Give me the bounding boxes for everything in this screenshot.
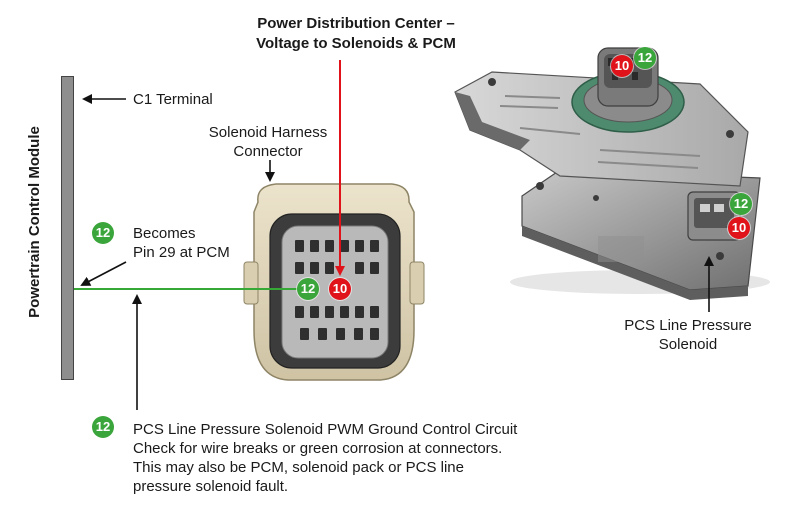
pcm-bar: [61, 76, 74, 380]
note-line-2: Check for wire breaks or green corrosion…: [133, 440, 503, 457]
note-badge: 12: [92, 416, 114, 438]
becomes-line-1: Becomes: [133, 225, 196, 242]
pack-side-green-badge: 12: [730, 193, 752, 215]
becomes-line-2: Pin 29 at PCM: [133, 244, 230, 261]
connector-pin-10-badge: 10: [329, 278, 351, 300]
solenoid-label: PCS Line Pressure Solenoid: [600, 316, 776, 354]
solenoid-pack: [454, 47, 770, 300]
connector-pin-12-badge: 12: [297, 278, 319, 300]
title-line-1: Power Distribution Center –: [257, 15, 455, 32]
becomes-label: Becomes Pin 29 at PCM: [133, 224, 230, 262]
becomes-arrow: [80, 261, 127, 286]
c1-terminal-label: C1 Terminal: [133, 91, 213, 108]
pack-top-green-badge: 12: [634, 47, 656, 69]
note-line-4: pressure solenoid fault.: [133, 478, 289, 495]
note-line-3: This may also be PCM, solenoid pack or P…: [133, 459, 464, 476]
solenoid-label-line-2: Solenoid: [658, 336, 718, 353]
solenoid-label-line-1: PCS Line Pressure: [624, 317, 752, 334]
harness-label-line-1: Solenoid Harness: [208, 124, 328, 141]
harness-connector-label: Solenoid Harness Connector: [198, 123, 338, 161]
becomes-badge: 12: [92, 222, 114, 244]
pack-side-red-badge: 10: [728, 217, 750, 239]
harness-label-line-2: Connector: [233, 143, 303, 160]
note-line-1: PCS Line Pressure Solenoid PWM Ground Co…: [133, 421, 518, 438]
pack-top-red-badge: 10: [611, 55, 633, 77]
title-line-2: Voltage to Solenoids & PCM: [256, 35, 456, 52]
diagram-title: Power Distribution Center – Voltage to S…: [236, 14, 476, 54]
circuit-note: PCS Line Pressure Solenoid PWM Ground Co…: [133, 420, 573, 496]
